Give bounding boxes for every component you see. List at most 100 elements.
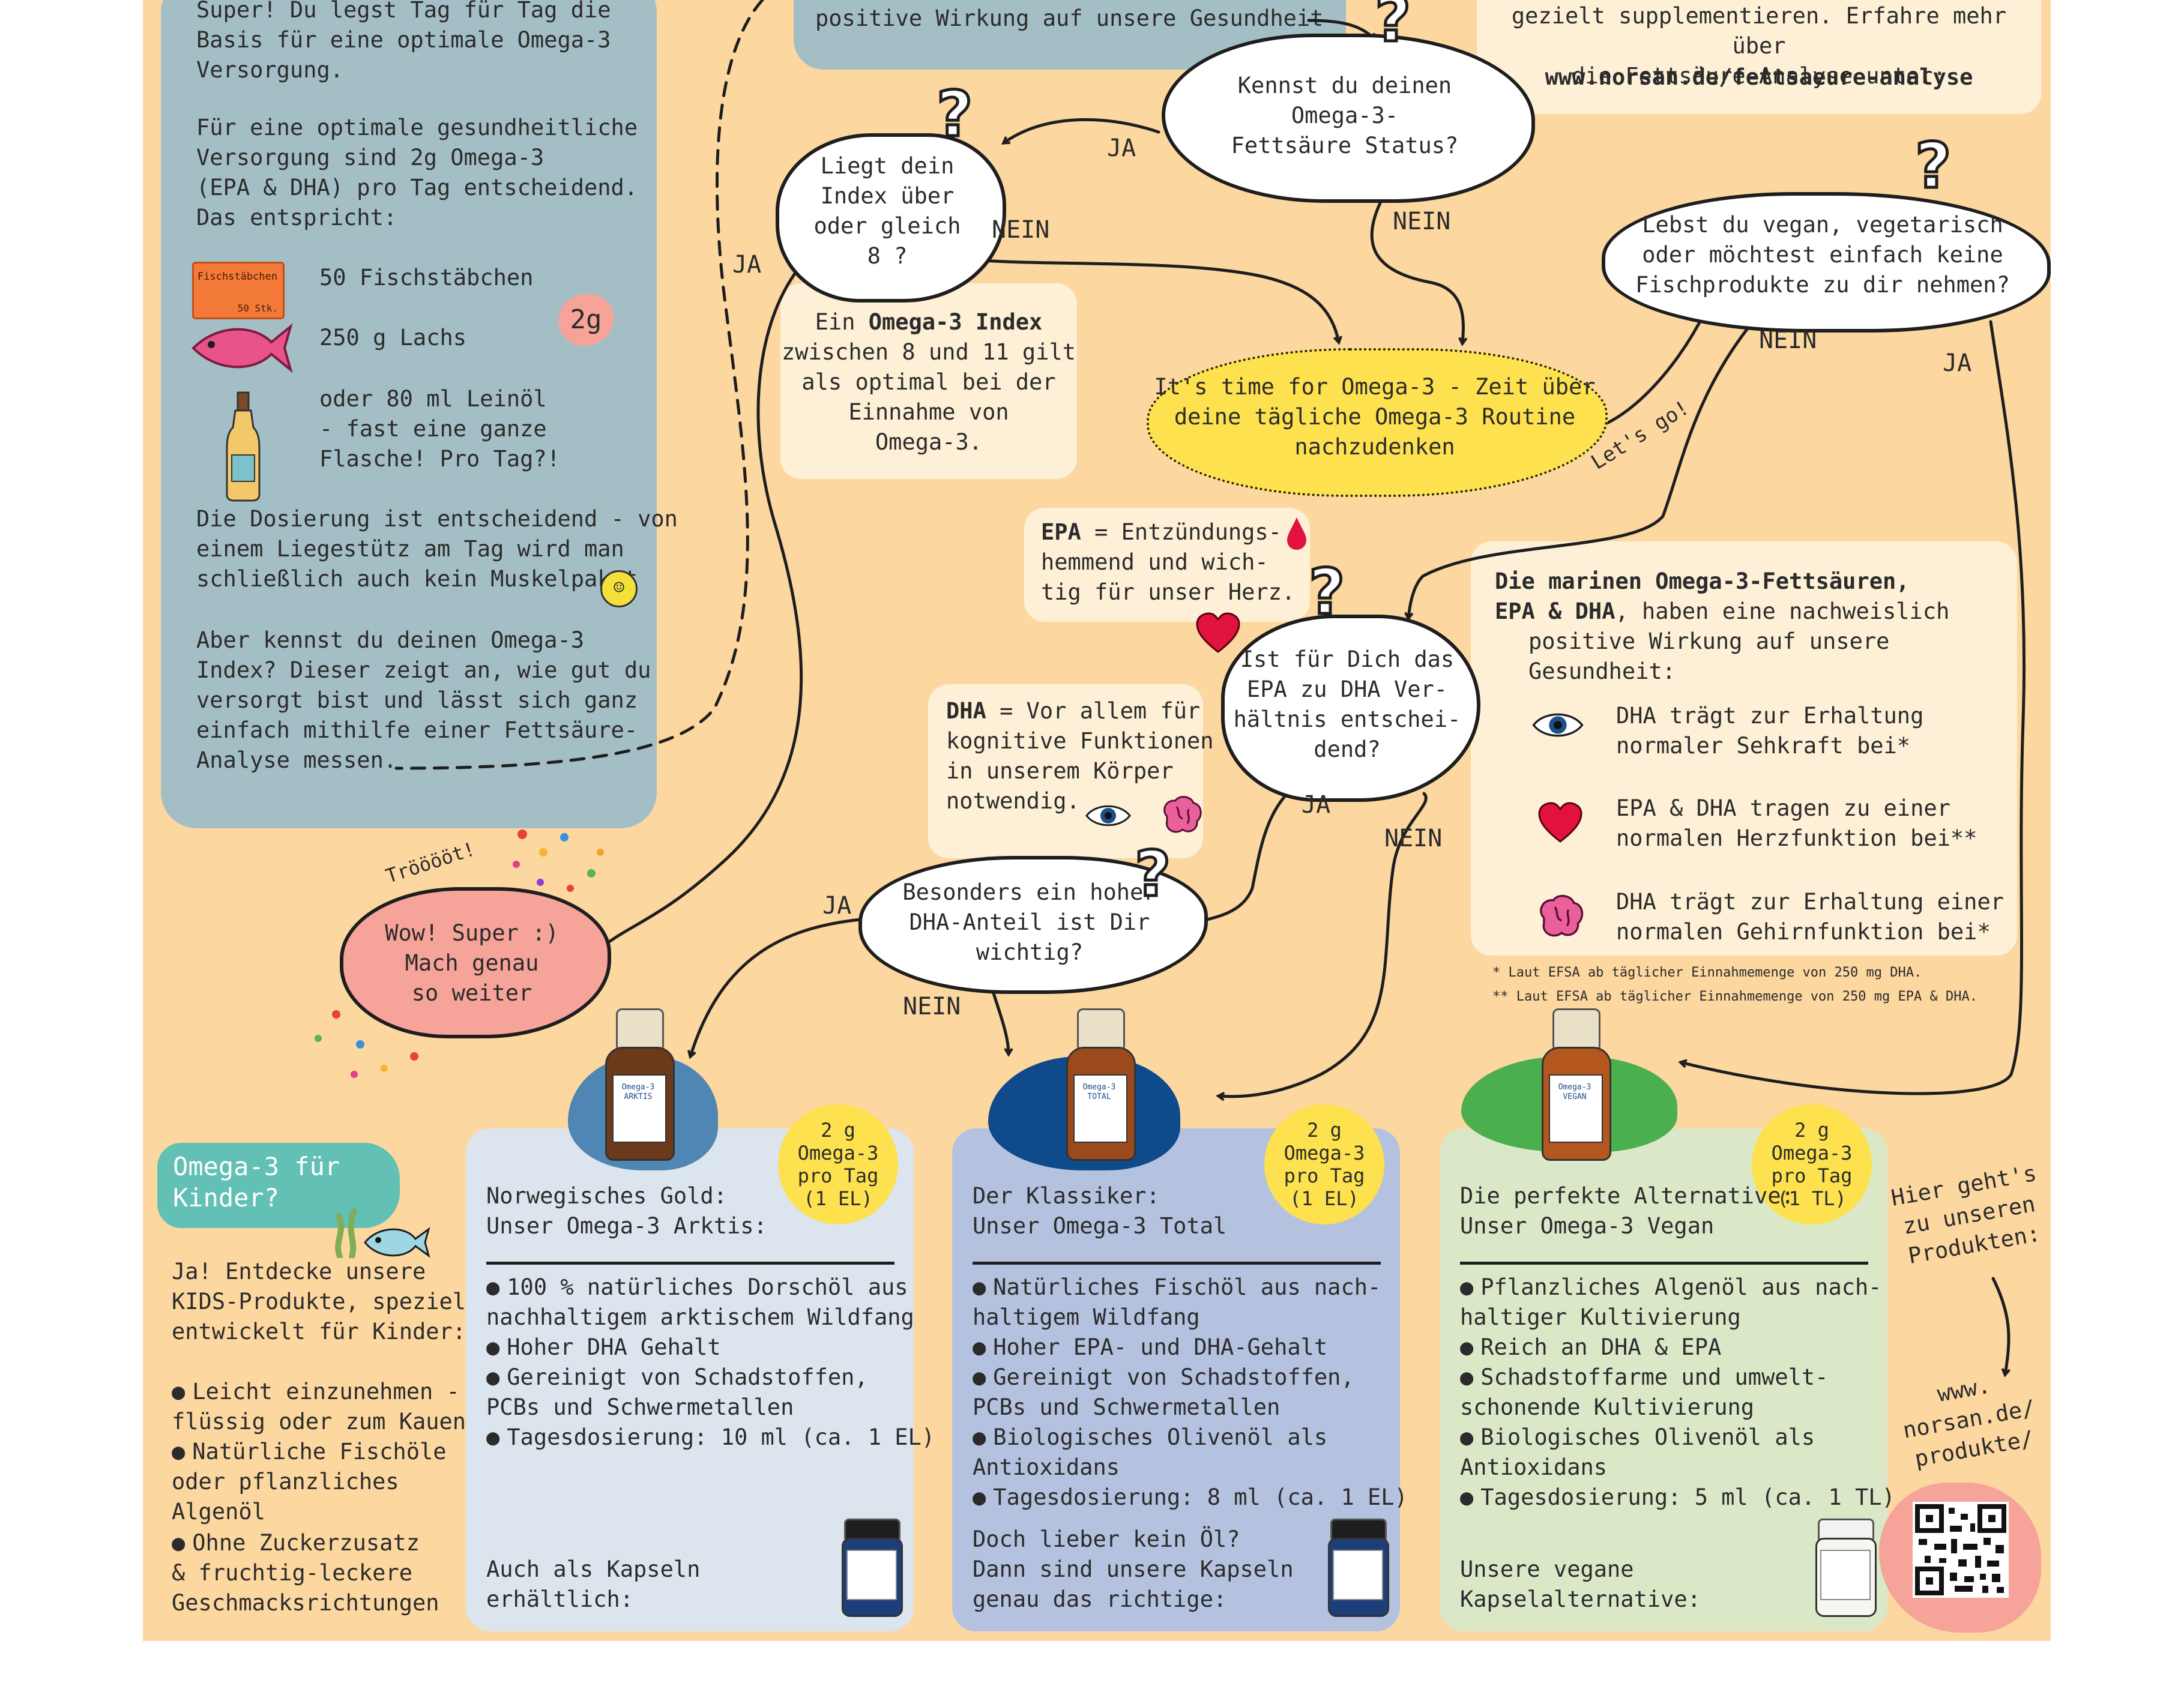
product-bottle-label: Omega-3 VEGAN bbox=[1558, 1083, 1591, 1101]
arrow-index-no bbox=[959, 256, 1342, 345]
daily-dose-badge: 2 g Omega-3 pro Tag (1 TL) bbox=[1752, 1104, 1872, 1224]
arrow-vegan-yes bbox=[1678, 320, 2026, 1095]
fishsticks-box-label: Fischstäbchen bbox=[198, 271, 278, 283]
bubble-index-text: Liegt dein Index über oder gleich 8 ? bbox=[813, 153, 961, 269]
bubble-time-text: It's time for Omega-3 - Zeit über deine … bbox=[1154, 374, 1596, 460]
product-feature: Hoher EPA- und DHA-Gehalt bbox=[973, 1332, 1327, 1362]
label-nein: NEIN bbox=[903, 993, 961, 1020]
index-info-bold: Omega-3 Index bbox=[868, 309, 1043, 335]
brain-icon bbox=[1540, 895, 1584, 937]
capsule-jar-icon[interactable] bbox=[1815, 1519, 1877, 1617]
question-mark-icon: ? bbox=[1133, 837, 1172, 911]
label-nein: NEIN bbox=[1393, 208, 1451, 235]
marine-title-bold: Die marinen Omega-3-Fettsäuren, EPA & DH… bbox=[1495, 568, 1910, 624]
index-info-post: zwischen 8 und 11 gilt als optimal bei d… bbox=[781, 339, 1076, 455]
product-feature: Pflanzliches Algenöl aus nach- haltiger … bbox=[1460, 1272, 1882, 1332]
arrow-vegan-no bbox=[1404, 320, 1755, 621]
question-mark-icon: ? bbox=[1373, 0, 1412, 56]
index-info-pre: Ein bbox=[815, 309, 869, 335]
marine-item-eyesight: DHA trägt zur Erhaltung normaler Sehkraf… bbox=[1616, 703, 1924, 759]
confetti-decoration bbox=[315, 829, 604, 1078]
arrow-ratio-no bbox=[1216, 792, 1428, 1101]
bubble-time-for-omega3 bbox=[1147, 348, 1608, 497]
question-mark-icon: ? bbox=[1307, 555, 1346, 628]
kids-text: Ja! Entdecke unsere KIDS-Produkte, spezi… bbox=[172, 1259, 480, 1344]
bubble-vegan-text: Lebst du vegan, vegetarisch oder möchtes… bbox=[1635, 212, 2010, 298]
seaweed-icon bbox=[335, 1208, 357, 1258]
product-bottle-icon[interactable]: Omega-3 TOTAL bbox=[1066, 1008, 1136, 1161]
marine-item-heart: EPA & DHA tragen zu einer normalen Herzf… bbox=[1616, 795, 1977, 851]
product-bottle-icon[interactable]: Omega-3 ARKTIS bbox=[605, 1008, 675, 1161]
index-explainer-text: Aber kennst du deinen Omega-3 Index? Die… bbox=[196, 627, 651, 773]
salmon-icon bbox=[192, 323, 293, 373]
blood-drop-icon bbox=[1287, 517, 1306, 550]
product-feature: 100 % natürliches Dorschöl aus nachhalti… bbox=[486, 1272, 914, 1332]
capsule-jar-icon[interactable] bbox=[842, 1519, 903, 1617]
label-nein: NEIN bbox=[992, 216, 1050, 244]
kids-item-3: Ohne Zuckerzusatz & fruchtig-leckere Ges… bbox=[172, 1528, 439, 1618]
epa-info-box bbox=[1024, 508, 1310, 622]
left-intro-text: Super! Du legst Tag für Tag die Basis fü… bbox=[196, 0, 611, 83]
epa-term: EPA bbox=[1041, 519, 1081, 545]
eye-icon bbox=[1085, 805, 1131, 826]
arrow-dha-no bbox=[989, 983, 1013, 1057]
index-info-box bbox=[780, 283, 1077, 479]
product-capsule-note: Auch als Kapseln erhältlich: bbox=[486, 1556, 701, 1612]
bubble-epa-dha-ratio bbox=[1221, 615, 1480, 802]
heart-icon bbox=[1538, 802, 1582, 843]
arrow-ratio-yes bbox=[1178, 778, 1305, 929]
kids-title-blob bbox=[157, 1143, 400, 1228]
fish-icon bbox=[364, 1227, 430, 1258]
question-mark-icon: ? bbox=[935, 77, 974, 151]
bubble-wow-text: Wow! Super :) Mach genau so weiter bbox=[385, 920, 559, 1006]
fishsticks-box-count: 50 Stk. bbox=[237, 303, 278, 314]
epa-description: = Entzündungs- hemmend und wich- tig für… bbox=[1041, 519, 1296, 605]
brain-icon bbox=[1163, 796, 1202, 833]
fettsaeure-analyse-link[interactable]: www.norsan.de/fettsaeure-analyse bbox=[1545, 64, 1973, 90]
product-feature: Tagesdosierung: 10 ml (ca. 1 EL) bbox=[486, 1423, 935, 1453]
label-ja: JA bbox=[732, 251, 762, 278]
dha-info-text: DHA = Vor allem für kognitive Funktionen… bbox=[946, 696, 1214, 816]
footnote-epa-dha: ** Laut EFSA ab täglicher Einnahmemenge … bbox=[1492, 989, 1977, 1004]
product-feature: Gereinigt von Schadstoffen, PCBs und Sch… bbox=[486, 1362, 868, 1423]
label-ja: JA bbox=[1943, 349, 1972, 377]
salmon-text: 250 g Lachs bbox=[319, 325, 467, 351]
label-ja: JA bbox=[1302, 791, 1331, 819]
product-bottle-label: Omega-3 TOTAL bbox=[1082, 1083, 1116, 1101]
daily-dose-badge: 2 g Omega-3 pro Tag (1 EL) bbox=[778, 1104, 898, 1224]
product-title: Der Klassiker: Unser Omega-3 Total bbox=[973, 1183, 1227, 1239]
product-feature: Reich an DHA & EPA bbox=[1460, 1332, 1721, 1362]
product-title: Norwegisches Gold: Unser Omega-3 Arktis: bbox=[486, 1183, 767, 1239]
product-feature: Gereinigt von Schadstoffen, PCBs und Sch… bbox=[973, 1362, 1354, 1423]
footnote-dha: * Laut EFSA ab täglicher Einnahmemenge v… bbox=[1492, 965, 1922, 980]
bubble-index bbox=[776, 133, 1006, 303]
label-ja: JA bbox=[822, 892, 852, 920]
product-bottle-label: Omega-3 ARKTIS bbox=[621, 1083, 655, 1101]
qr-code[interactable] bbox=[1913, 1502, 2009, 1598]
product-bottle-icon[interactable]: Omega-3 VEGAN bbox=[1542, 1008, 1611, 1161]
product-divider bbox=[973, 1262, 1381, 1265]
marine-rest-text: positive Wirkung auf unsere Gesundheit: bbox=[1528, 628, 1890, 684]
daily-dose-badge: 2 g Omega-3 pro Tag (1 EL) bbox=[1264, 1104, 1384, 1224]
heart-icon bbox=[1196, 612, 1240, 653]
marine-title-rest: , haben eine nachweislich bbox=[1615, 598, 1950, 624]
label-nein: NEIN bbox=[1384, 825, 1443, 852]
capsule-jar-icon[interactable] bbox=[1328, 1519, 1389, 1617]
badge-2g: 2g bbox=[558, 294, 614, 346]
bubble-ratio-text: Ist für Dich das EPA zu DHA Ver- hältnis… bbox=[1233, 646, 1461, 762]
product-feature: Tagesdosierung: 5 ml (ca. 1 TL) bbox=[1460, 1483, 1895, 1513]
bubble-omega3-status-text: Kennst du deinen Omega-3- Fettsäure Stat… bbox=[1231, 73, 1459, 158]
product-title: Die perfekte Alternative: Unser Omega-3 … bbox=[1460, 1183, 1794, 1239]
kids-item-1: Leicht einzunehmen - flüssig oder zum Ka… bbox=[172, 1377, 466, 1437]
arrow-status-no bbox=[1370, 200, 1468, 346]
kids-title: Omega-3 für Kinder? bbox=[173, 1152, 340, 1212]
product-feature: Biologisches Olivenöl als Antioxidans bbox=[1460, 1423, 1815, 1483]
bubble-dha-high-text: Besonders ein hoher DHA-Anteil ist Dir w… bbox=[902, 879, 1157, 965]
product-feature: Biologisches Olivenöl als Antioxidans bbox=[973, 1423, 1327, 1483]
bubble-vegan bbox=[1602, 192, 2051, 333]
eye-icon bbox=[1532, 713, 1584, 737]
bubble-dha-high bbox=[858, 856, 1208, 994]
index-info-text: Ein Omega-3 Index zwischen 8 und 11 gilt… bbox=[780, 307, 1077, 457]
oil-bottle-icon bbox=[226, 391, 261, 502]
